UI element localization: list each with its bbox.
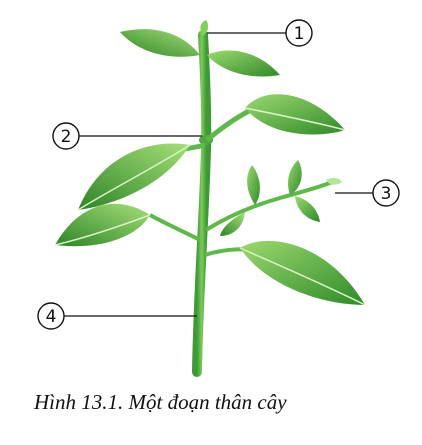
figure-caption: Hình 13.1. Một đoạn thân cây	[34, 390, 287, 414]
callout-1: 1	[285, 19, 313, 47]
leaf-top-left	[120, 29, 200, 57]
callout-4-label: 4	[46, 307, 57, 327]
leaf-lower-right	[240, 240, 365, 305]
leaf-small-upper	[247, 165, 260, 205]
leaf-small-mid	[287, 160, 302, 195]
callout-1-label: 1	[294, 24, 305, 44]
lateral-bud	[326, 177, 342, 185]
terminal-bud	[200, 20, 209, 36]
callout-3-label: 3	[381, 184, 392, 204]
main-stem	[192, 30, 212, 377]
callout-4: 4	[37, 302, 65, 330]
plant-stem-illustration	[54, 20, 366, 377]
leaf-upper-right	[245, 94, 345, 135]
lateral-branch-right	[204, 180, 333, 232]
callout-lines	[63, 32, 373, 317]
leaf-lower-left	[55, 203, 150, 247]
leaf-small-left	[220, 212, 245, 236]
leaf-small-right	[295, 196, 320, 222]
callout-2: 2	[52, 122, 80, 150]
callout-2-label: 2	[61, 127, 72, 147]
callout-3: 3	[372, 179, 400, 207]
leaf-top-right	[207, 50, 280, 77]
side-branch-upper-right	[205, 105, 257, 142]
